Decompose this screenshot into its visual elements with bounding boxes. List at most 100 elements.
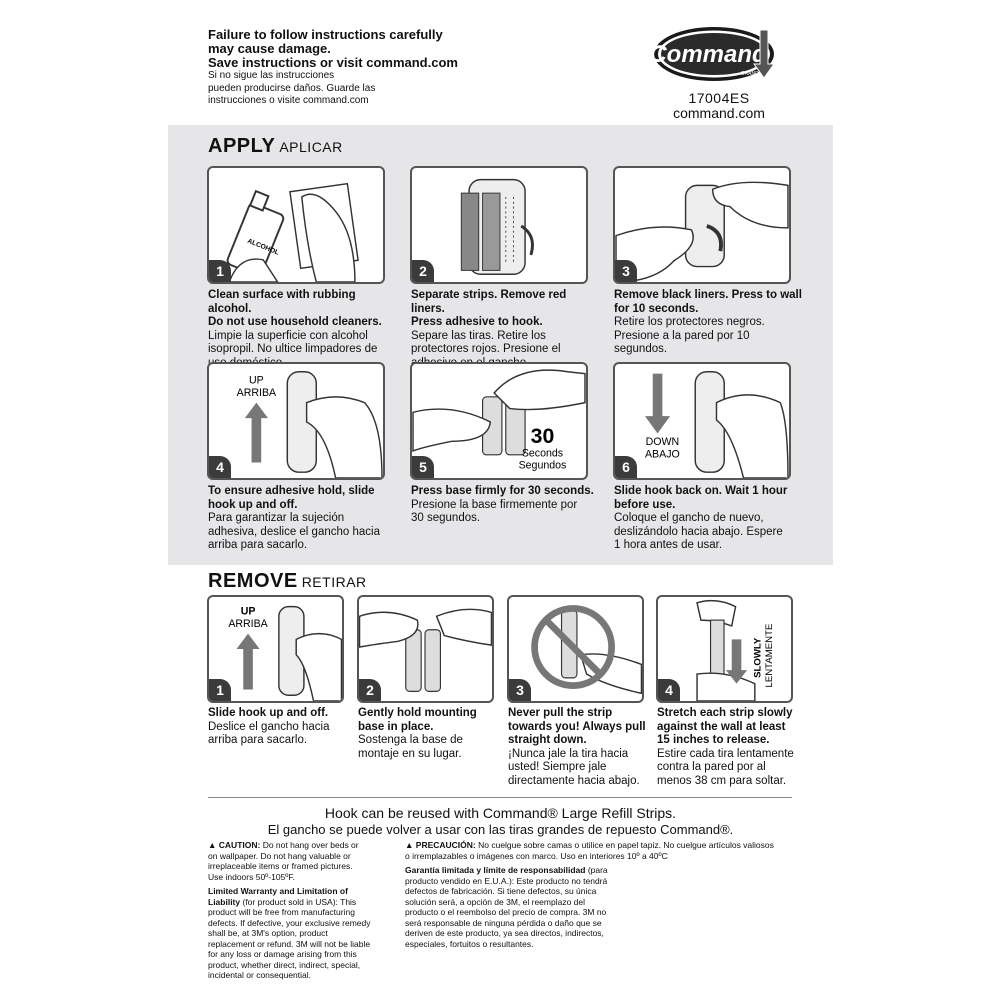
fine-line: (para (585, 865, 608, 875)
caption-en: Press adhesive to hook. (411, 316, 543, 328)
apply-step-5-caption: Press base firmly for 30 seconds. Presio… (411, 485, 601, 526)
caption-es: ¡Nunca jale la tira hacia (508, 747, 629, 760)
warn-en-line: Save instructions or visit command.com (208, 55, 458, 70)
abajo-label: ABAJO (645, 449, 680, 461)
caption-en: Slide hook up and off. (208, 707, 329, 719)
step-number: 2 (359, 679, 381, 701)
caption-en: Do not use household cleaners. (208, 316, 382, 328)
caption-en: straight down. (508, 734, 587, 746)
caption-es: Sostenga la base de (358, 734, 463, 746)
caution-es: ▲ PRECAUCIÓN: No cuelgue sobre camas o u… (405, 840, 805, 949)
fine-line: o irremplazables o imágenes con marco. U… (405, 850, 668, 861)
caption-es: Coloque el gancho de nuevo, (614, 512, 764, 524)
warranty-title: Liability (208, 896, 241, 907)
warn-en-line: may cause damage. (208, 41, 331, 56)
remove-step-1-image: UP ARRIBA 1 (207, 595, 344, 703)
step-number: 1 (209, 260, 231, 282)
warn-es-line: instrucciones o visite command.com (208, 95, 369, 106)
seconds-label: Seconds (522, 448, 563, 460)
fine-line: Use indoors 50º-105ºF. (208, 871, 296, 882)
fine-line: defects. If defective, your exclusive re… (208, 917, 371, 928)
remove-step-4-caption: Stretch each strip slowly against the wa… (657, 707, 802, 788)
command-logo: Command BRAND (649, 24, 786, 86)
fine-line: irreplaceable items or framed pictures. (208, 861, 353, 871)
warranty-title: Garantía limitada y límite de responsabi… (405, 865, 586, 875)
caption-en: Clean surface with rubbing alcohol. (208, 289, 356, 315)
step-number: 5 (412, 456, 434, 478)
caption-es: Separe las tiras. Retire los (411, 329, 546, 342)
caption-es: adhesiva, deslice el gancho hacia (208, 525, 380, 538)
fine-line: producto vendido en E.U.A.): Este produc… (405, 875, 608, 886)
caption-en: To ensure adhesive hold, slide (208, 485, 375, 497)
warranty-title: Limited Warranty and Limitation of (208, 886, 348, 896)
caption-es: Presione la base firmemente por (411, 498, 578, 511)
apply-step-3-image: 3 (613, 166, 791, 284)
thirty-label: 30 (531, 424, 555, 448)
step-number: 3 (615, 260, 637, 282)
apply-subtitle: APLICAR (279, 139, 343, 155)
remove-subtitle: RETIRAR (301, 574, 367, 590)
caption-es: Presione a la pared por 10 segundos. (614, 329, 750, 356)
apply-step-1-caption: Clean surface with rubbing alcohol. Do n… (208, 289, 388, 370)
caption-es: Deslice el gancho hacia (208, 720, 330, 733)
fine-line: on wallpaper. Do not hang valuable or (208, 850, 351, 861)
fine-line: shall be, at 3M's option, product (208, 928, 328, 938)
fine-line: será responsable de ninguna pérdida o da… (405, 917, 602, 928)
apply-step-2-caption: Separate strips. Remove red liners. Pres… (411, 289, 601, 370)
fine-line: product will be free from manufacturing (208, 907, 355, 917)
reuse-note-es: El gancho se puede volver a usar con las… (267, 822, 734, 837)
caption-en: before use. (614, 498, 676, 511)
fine-line: defectos de fabricación. Si tiene defect… (405, 886, 597, 896)
fine-line: for any loss or damage arising from this (208, 949, 357, 959)
caption-en: Gently hold mounting (358, 707, 477, 719)
apply-step-5-image: 30 Seconds Segundos 5 (410, 362, 588, 480)
logo-sub: BRAND (741, 71, 759, 77)
remove-step-4-image: SLOWLY LENTAMENTE 4 (656, 595, 793, 703)
step-number: 4 (209, 456, 231, 478)
fine-line: product, whether direct, indirect, speci… (208, 959, 361, 970)
caption-es: arriba para sacarlo. (208, 539, 308, 551)
remove-step-2-caption: Gently hold mounting base in place. Sost… (358, 707, 503, 761)
caption-en: hook up and off. (208, 498, 298, 511)
caption-es: montaje en su lugar. (358, 747, 462, 760)
caution-title: ▲ PRECAUCIÓN: (405, 840, 476, 850)
fine-line: replacement or refund. 3M will not be li… (208, 938, 371, 949)
caption-es: menos 38 cm para soltar. (657, 774, 787, 787)
reuse-note-en: Hook can be reused with Command® Large R… (324, 805, 677, 821)
arriba-label: ARRIBA (228, 618, 268, 630)
fine-line: deriven de este producto, ya sea directo… (405, 928, 604, 938)
fine-line: No cuelgue sobre camas o utilice en pape… (475, 840, 774, 850)
remove-step-2-image: 2 (357, 595, 494, 703)
remove-step-3-caption: Never pull the strip towards you! Always… (508, 707, 653, 788)
remove-step-1-caption: Slide hook up and off. Deslice el gancho… (208, 707, 353, 748)
caption-en: Remove black liners. Press to wall (614, 289, 802, 301)
apply-step-4-image: UP ARRIBA 4 (207, 362, 385, 480)
apply-step-4-caption: To ensure adhesive hold, slide hook up a… (208, 485, 388, 553)
lentamente-label: LENTAMENTE (764, 624, 775, 688)
caption-en: Stretch each strip slowly (657, 707, 793, 719)
caption-es: usted! Siempre jale (508, 761, 607, 773)
warn-en-line: Failure to follow instructions carefully (208, 27, 443, 42)
step-number: 4 (658, 679, 680, 701)
caption-en: towards you! Always pull (508, 720, 646, 733)
caption-es: isopropil. No ultice limpadores de (208, 343, 378, 355)
remove-step-3-image: 3 (507, 595, 644, 703)
caption-en: for 10 seconds. (614, 302, 699, 315)
warn-es-line: Si no sigue las instrucciones (208, 70, 335, 81)
caption-es: Estire cada tira lentamente (657, 747, 794, 760)
apply-step-2-image: 2 (410, 166, 588, 284)
arriba-label: ARRIBA (237, 387, 277, 399)
caution-title: ▲ CAUTION: (208, 840, 261, 850)
caption-es: Para garantizar la sujeción (208, 512, 345, 524)
up-label: UP (241, 605, 256, 617)
caption-es: protectores rojos. Presione el (411, 343, 561, 355)
divider (208, 797, 792, 798)
fine-line: (for product sold in USA): This (240, 896, 357, 907)
remove-title: REMOVE (208, 570, 298, 592)
fine-line: solución será, a opción de 3M, el reempl… (405, 896, 586, 907)
caption-es: deslizándolo hacia abajo. Espere (614, 525, 783, 538)
caption-es: 30 segundos. (411, 512, 481, 524)
caption-en: 15 inches to release. (657, 734, 770, 746)
